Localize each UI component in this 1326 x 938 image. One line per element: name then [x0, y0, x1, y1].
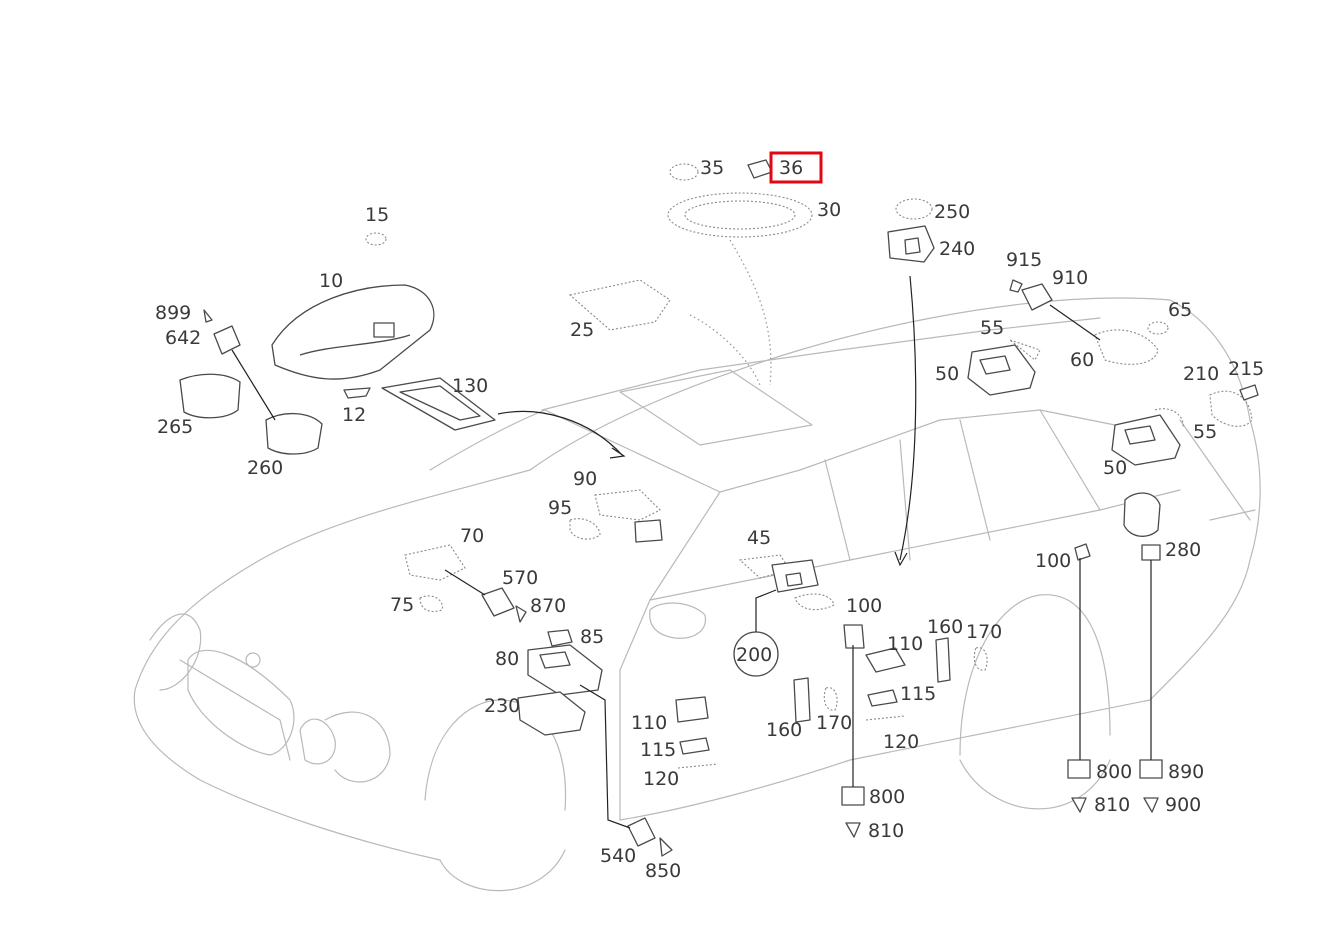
label-200: 200: [736, 644, 772, 666]
label-170-right: 170: [966, 621, 1002, 643]
label-915: 915: [1006, 249, 1042, 271]
label-120-right: 120: [883, 731, 919, 753]
label-810-center: 810: [868, 820, 904, 842]
label-60: 60: [1070, 349, 1094, 371]
dotted-guide-30: [729, 239, 772, 386]
label-55-top: 55: [980, 317, 1004, 339]
label-75: 75: [390, 594, 414, 616]
car-outline: [133, 297, 1261, 892]
label-115-left: 115: [640, 739, 676, 761]
highlight-box-36: [769, 151, 823, 184]
leader-lines: [231, 275, 1152, 829]
label-800-right: 800: [1096, 761, 1132, 783]
part-shapes: [179, 159, 1259, 857]
label-95: 95: [548, 497, 572, 519]
label-870: 870: [530, 595, 566, 617]
label-115-right: 115: [900, 683, 936, 705]
label-10: 10: [319, 270, 343, 292]
label-15: 15: [365, 204, 389, 226]
label-25: 25: [570, 319, 594, 341]
label-160-left: 160: [766, 719, 802, 741]
label-899: 899: [155, 302, 191, 324]
label-45: 45: [747, 527, 771, 549]
label-85: 85: [580, 626, 604, 648]
label-230: 230: [484, 695, 520, 717]
label-240: 240: [939, 238, 975, 260]
label-210: 210: [1183, 363, 1219, 385]
part-labels: 35 36 30 250 240 15 10 899 642 265 260 1…: [155, 157, 1264, 882]
label-160-right: 160: [927, 616, 963, 638]
label-70: 70: [460, 525, 484, 547]
label-910: 910: [1052, 267, 1088, 289]
label-642: 642: [165, 327, 201, 349]
label-260: 260: [247, 457, 283, 479]
label-35: 35: [700, 157, 724, 179]
label-280: 280: [1165, 539, 1201, 561]
label-890: 890: [1168, 761, 1204, 783]
label-900: 900: [1165, 794, 1201, 816]
label-570: 570: [502, 567, 538, 589]
label-120-left: 120: [643, 768, 679, 790]
label-110-right: 110: [887, 633, 923, 655]
label-65: 65: [1168, 299, 1192, 321]
label-170-left: 170: [816, 712, 852, 734]
label-55-right: 55: [1193, 421, 1217, 443]
label-50-right: 50: [1103, 457, 1127, 479]
label-12: 12: [342, 404, 366, 426]
label-215: 215: [1228, 358, 1264, 380]
label-90: 90: [573, 468, 597, 490]
label-50-top: 50: [935, 363, 959, 385]
label-100-center: 100: [846, 595, 882, 617]
label-110-left: 110: [631, 712, 667, 734]
label-36: 36: [779, 157, 803, 179]
label-540: 540: [600, 845, 636, 867]
label-130: 130: [452, 375, 488, 397]
label-800-center: 800: [869, 786, 905, 808]
label-850: 850: [645, 860, 681, 882]
label-265: 265: [157, 416, 193, 438]
label-30: 30: [817, 199, 841, 221]
label-250: 250: [934, 201, 970, 223]
label-810-right: 810: [1094, 794, 1130, 816]
label-80: 80: [495, 648, 519, 670]
label-100-right: 100: [1035, 550, 1071, 572]
